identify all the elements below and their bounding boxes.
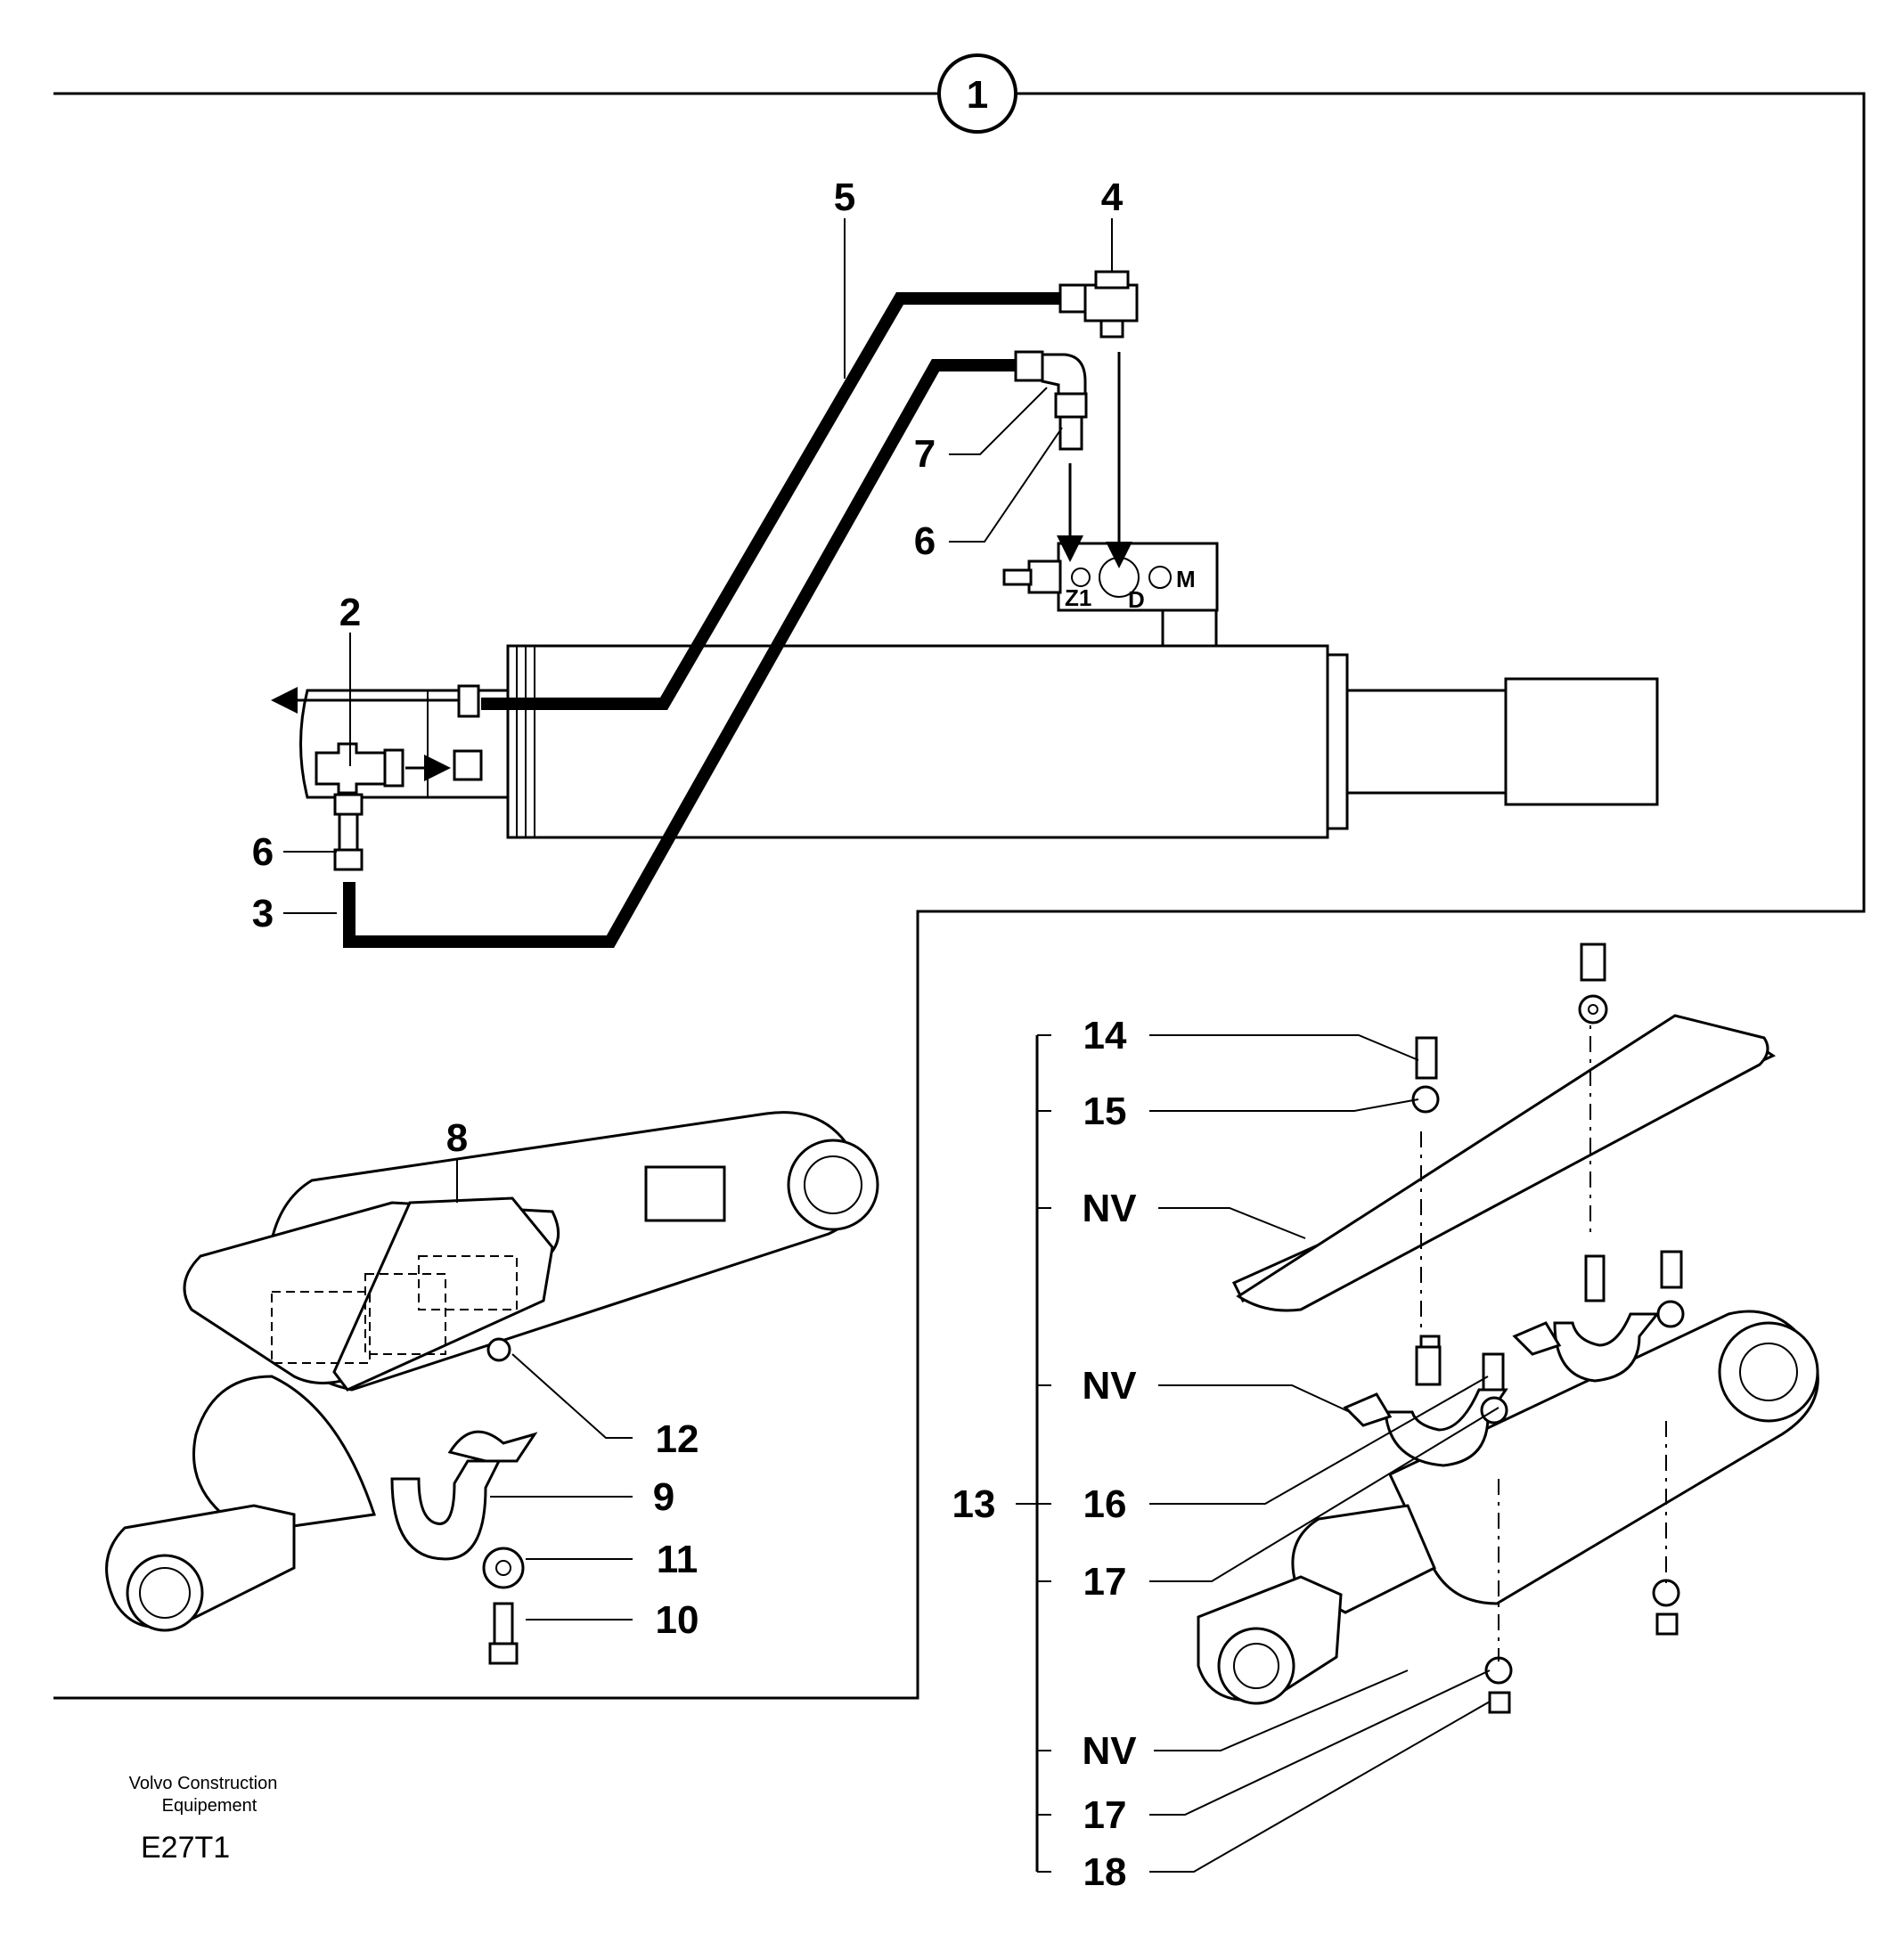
callout-9: 9 bbox=[653, 1475, 674, 1519]
leader-lines-bottom-right bbox=[1016, 1034, 1500, 1873]
callout-16: 16 bbox=[1083, 1482, 1127, 1526]
leader-lines-top bbox=[283, 218, 1113, 914]
callout-nv-c: NV bbox=[1082, 1729, 1137, 1773]
callout-17-a: 17 bbox=[1083, 1560, 1127, 1604]
callout-7: 7 bbox=[914, 432, 936, 476]
callout-17-b: 17 bbox=[1083, 1793, 1127, 1837]
leader-lines-bottom-left bbox=[456, 1158, 633, 1621]
callout-6-top: 6 bbox=[914, 519, 936, 563]
fitting-rear bbox=[315, 684, 483, 871]
port-label-m: M bbox=[1176, 566, 1196, 592]
company-name-line2: Equipement bbox=[162, 1796, 257, 1816]
callout-8: 8 bbox=[446, 1116, 468, 1160]
callout-18: 18 bbox=[1083, 1850, 1127, 1894]
callout-nv-a: NV bbox=[1082, 1187, 1137, 1230]
detail-frame bbox=[53, 92, 1866, 1700]
hose-5 bbox=[481, 292, 1069, 710]
hydraulic-cylinder-top bbox=[299, 644, 1659, 839]
callout-labels: 5 4 7 6 2 6 3 8 12 9 11 10 14 15 NV NV 1… bbox=[252, 176, 1137, 1894]
detail-marker-label: 1 bbox=[967, 73, 988, 117]
fitting-7 bbox=[1014, 350, 1088, 451]
callout-14: 14 bbox=[1083, 1014, 1127, 1057]
callout-11: 11 bbox=[657, 1538, 699, 1581]
callout-3: 3 bbox=[252, 892, 274, 935]
footer: Volvo Construction Equipement E27T1 bbox=[129, 1774, 278, 1865]
callout-nv-b: NV bbox=[1082, 1364, 1137, 1408]
callout-13: 13 bbox=[952, 1482, 996, 1526]
company-name-line1: Volvo Construction bbox=[129, 1774, 278, 1793]
callout-15: 15 bbox=[1083, 1090, 1127, 1133]
fitting-4 bbox=[1058, 270, 1139, 339]
detail-marker: 1 bbox=[937, 53, 1017, 134]
flow-arrows bbox=[271, 352, 1132, 781]
callout-4: 4 bbox=[1101, 176, 1124, 219]
callout-10: 10 bbox=[656, 1598, 699, 1642]
cylinder-with-guard bbox=[105, 1111, 879, 1665]
diagram-code: E27T1 bbox=[141, 1831, 230, 1865]
callout-12: 12 bbox=[656, 1417, 699, 1461]
port-label-z1: Z1 bbox=[1065, 584, 1091, 611]
port-label-d: D bbox=[1128, 586, 1145, 613]
cylinder-exploded bbox=[1197, 943, 1819, 1714]
callout-2: 2 bbox=[339, 591, 361, 634]
valve-block: Z1 D M bbox=[1002, 542, 1219, 648]
callout-6-left: 6 bbox=[252, 830, 274, 874]
hose-3 bbox=[343, 359, 1025, 948]
callout-5: 5 bbox=[834, 176, 855, 219]
